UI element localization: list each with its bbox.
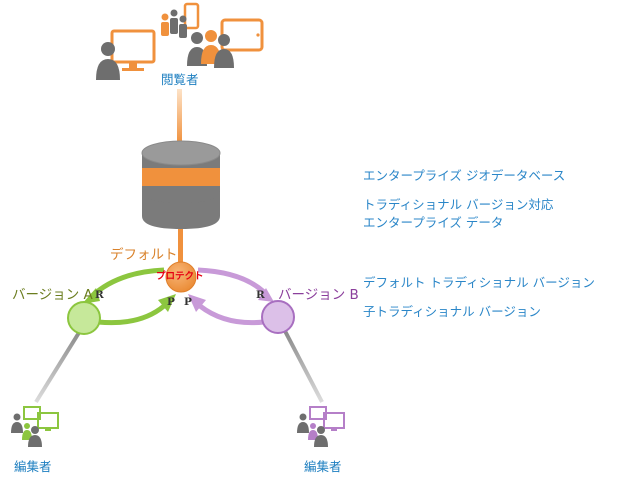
editor-left-icon — [11, 406, 59, 447]
default-version-node — [165, 261, 197, 293]
editor-connector-right — [283, 330, 324, 403]
editor-connector-left — [34, 329, 82, 404]
editor-left-label: 編集者 — [14, 459, 52, 474]
reconcile-letter-a: R — [95, 289, 104, 301]
reconcile-arrow-a — [82, 267, 165, 304]
legend-default-version: デフォルト トラディショナル バージョン — [363, 275, 595, 290]
version-b-node — [261, 300, 295, 334]
version-b-label: バージョン B — [278, 287, 359, 303]
post-arrow-b — [188, 294, 265, 326]
legend-child-version: 子トラディショナル バージョン — [363, 304, 541, 319]
reconcile-letter-b: R — [256, 289, 265, 301]
version-a-label: バージョン A — [12, 287, 94, 303]
viewers-icon — [96, 2, 264, 80]
legend-versioned-data-line2: エンタープライズ データ — [363, 215, 504, 230]
legend-versioned-data-line1: トラディショナル バージョン対応 — [363, 197, 554, 212]
viewer-connector — [177, 89, 182, 143]
database-connector — [178, 229, 183, 262]
version-a-node — [67, 301, 101, 335]
default-label: デフォルト — [110, 246, 178, 263]
legend-enterprise-geodatabase: エンタープライズ ジオデータベース — [363, 168, 566, 183]
post-letter-a: P — [167, 296, 175, 308]
viewers-label: 閲覧者 — [161, 72, 199, 87]
reconcile-arrow-b — [197, 267, 274, 302]
editor-right-icon — [297, 406, 345, 447]
post-arrow-a — [97, 294, 176, 326]
protect-label: プロテクト — [156, 270, 204, 282]
database-icon — [141, 140, 221, 229]
post-letter-b: P — [184, 296, 192, 308]
editor-right-label: 編集者 — [304, 459, 342, 474]
